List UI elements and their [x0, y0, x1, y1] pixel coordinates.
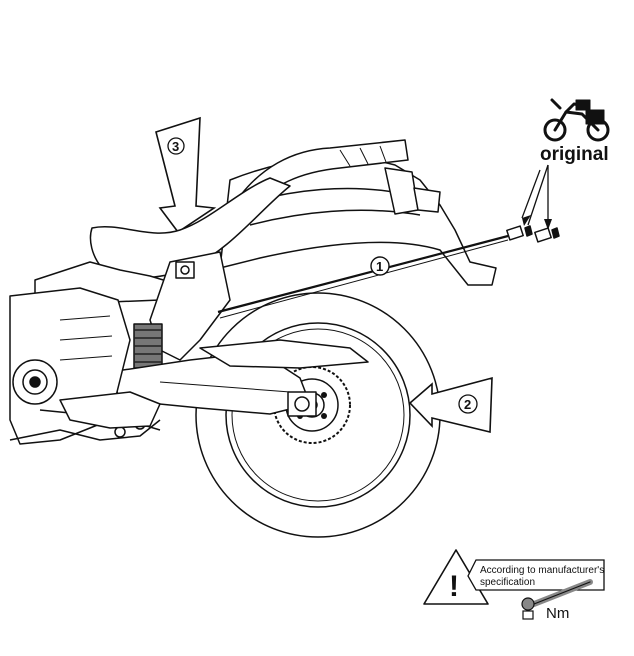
- callout-number-1: 1: [376, 259, 383, 274]
- footpeg-bracket: [59, 391, 161, 429]
- svg-text:!: !: [449, 570, 459, 603]
- torque-note: ! According to manufacturer's specificat…: [423, 549, 605, 622]
- callout-marker-1: 1: [370, 256, 390, 276]
- torque-note-box: According to manufacturer's specificatio…: [467, 559, 605, 591]
- leader-arrowhead: [544, 219, 552, 230]
- callout-number-2: 2: [464, 397, 471, 412]
- motorcycle-with-luggage-icon: [543, 98, 610, 142]
- bolt-pair: [506, 225, 560, 243]
- chain-guard: [199, 339, 369, 369]
- brand-leader-lines: [521, 164, 549, 228]
- torque-note-line1: According to manufacturer's: [480, 565, 604, 576]
- callout-number-3: 3: [172, 139, 179, 154]
- torque-wrench-icon: [521, 579, 593, 620]
- leader-arrowhead: [522, 215, 531, 226]
- torque-unit-label: Nm: [546, 605, 569, 622]
- callout-arrow-3: 3: [155, 116, 217, 234]
- brand-label: original: [540, 144, 609, 165]
- torque-note-line2: specification: [480, 577, 535, 588]
- callout-arrow-2: 2: [408, 376, 493, 434]
- bolt-rod: [217, 234, 509, 314]
- motorcycle-rear-illustration: [9, 139, 560, 538]
